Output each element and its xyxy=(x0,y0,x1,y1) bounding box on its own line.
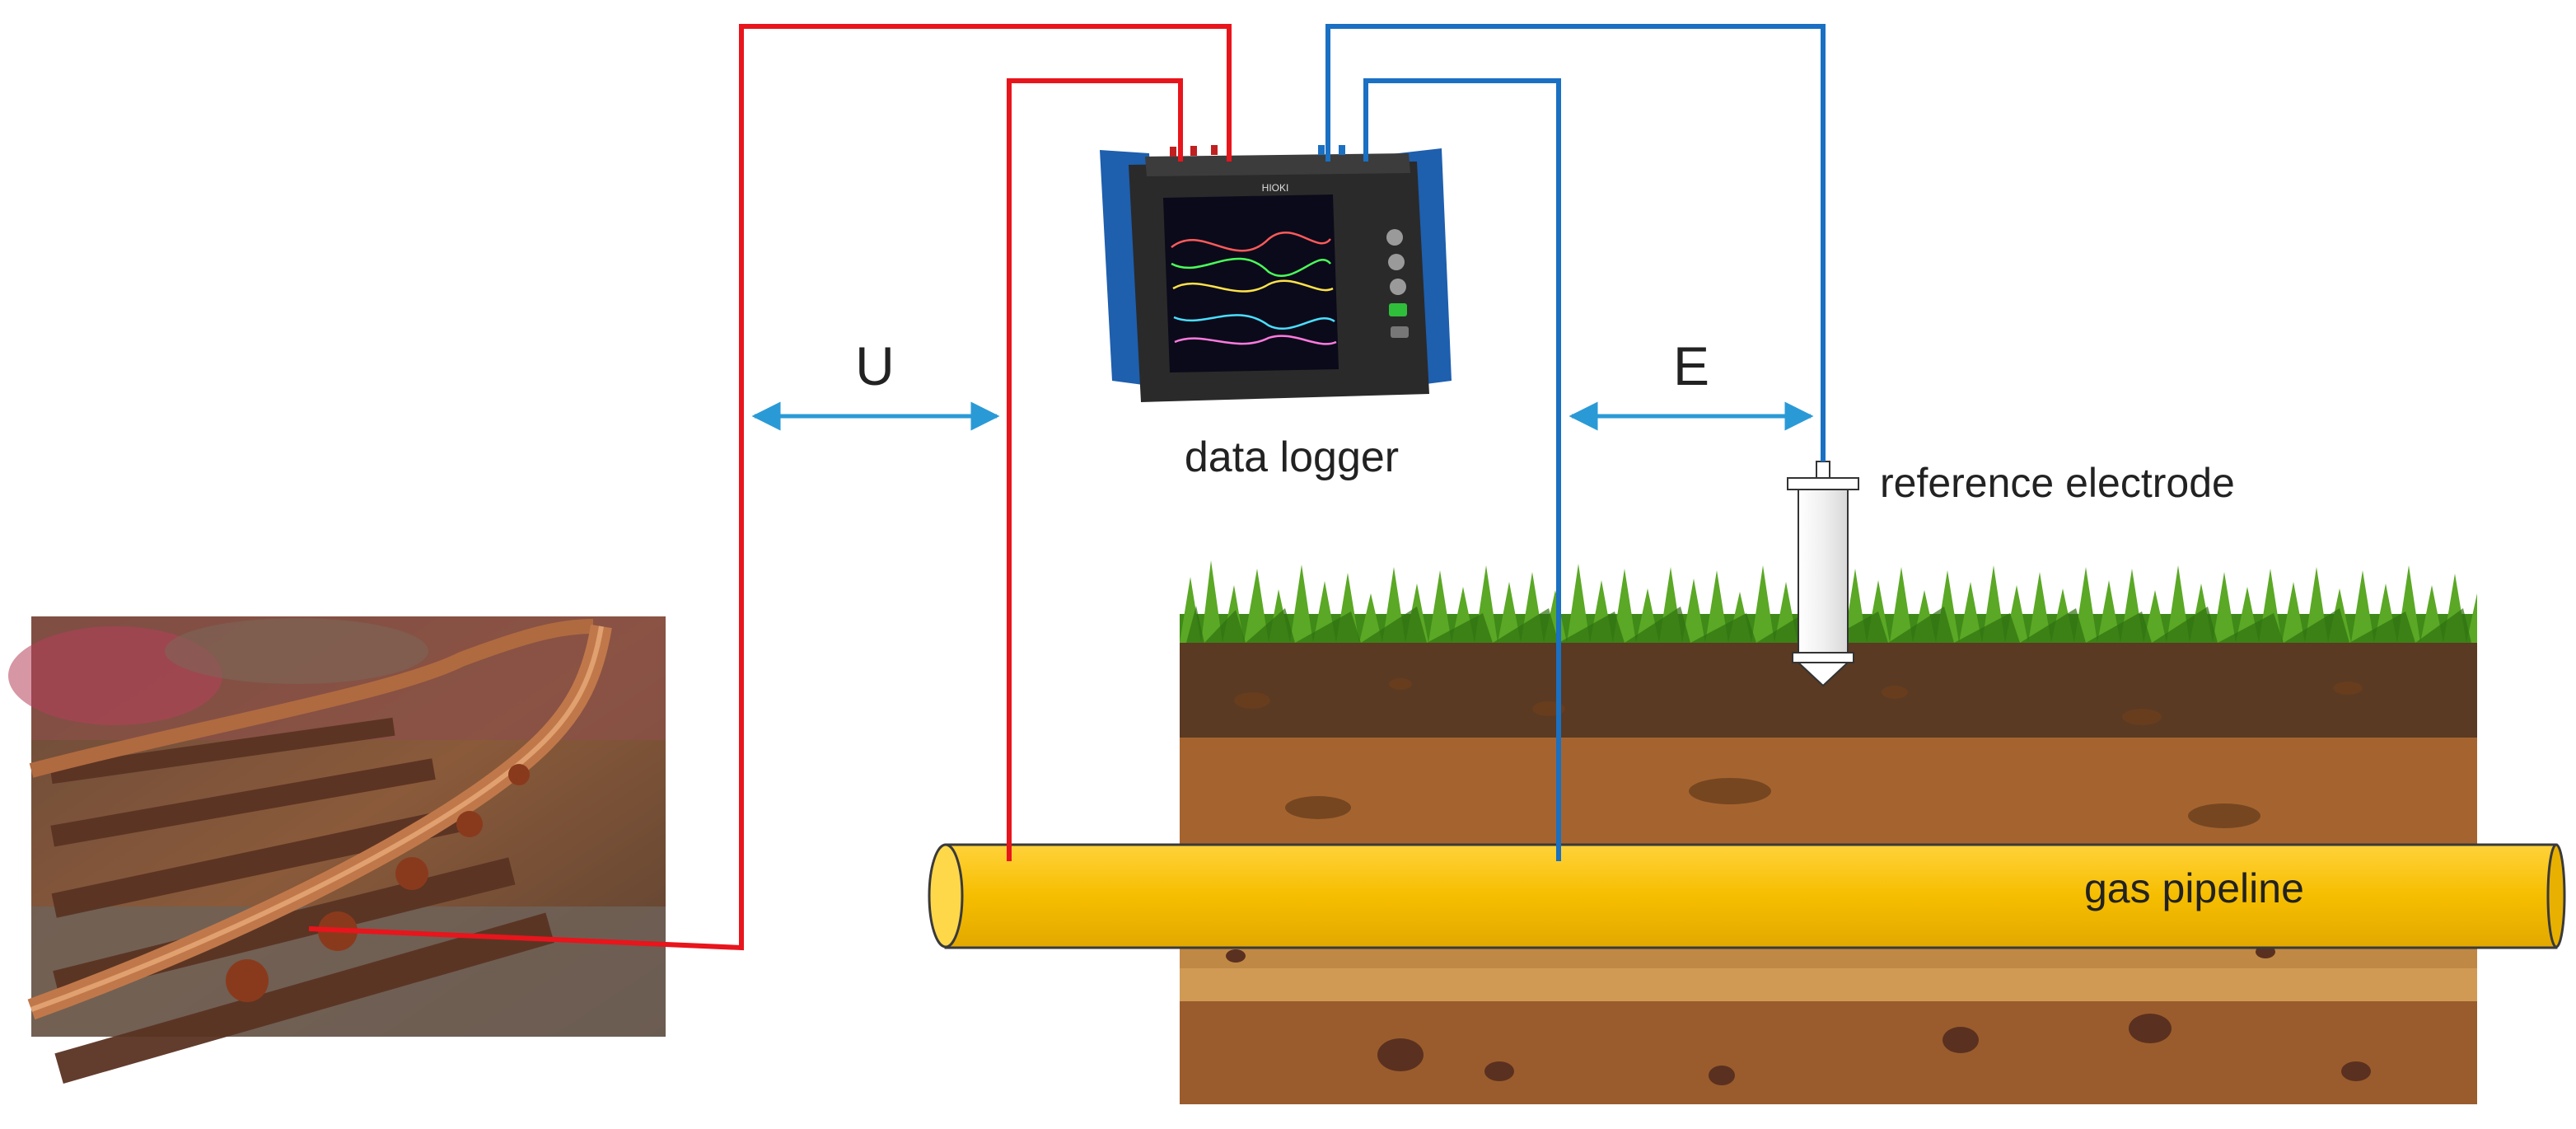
red-wire-pipeline xyxy=(1007,78,1183,861)
e-label: E xyxy=(1673,335,1709,396)
reference-electrode xyxy=(1787,461,1859,687)
railway-track-photo xyxy=(8,616,666,1084)
gas-pipeline-label: gas pipeline xyxy=(2084,865,2304,911)
data-logger-device: HIOKI xyxy=(1100,145,1452,402)
blue-wire-pipeline xyxy=(1363,78,1561,861)
blue-wire-electrode xyxy=(1325,24,1826,461)
reference-electrode-label: reference electrode xyxy=(1880,460,2235,506)
data-logger-label: data logger xyxy=(1185,433,1399,481)
red-wire-rail xyxy=(308,24,1232,951)
gas-pipeline xyxy=(928,843,2566,949)
device-brand-label: HIOKI xyxy=(1262,182,1289,194)
u-label: U xyxy=(855,335,895,396)
wiring xyxy=(308,24,1826,951)
